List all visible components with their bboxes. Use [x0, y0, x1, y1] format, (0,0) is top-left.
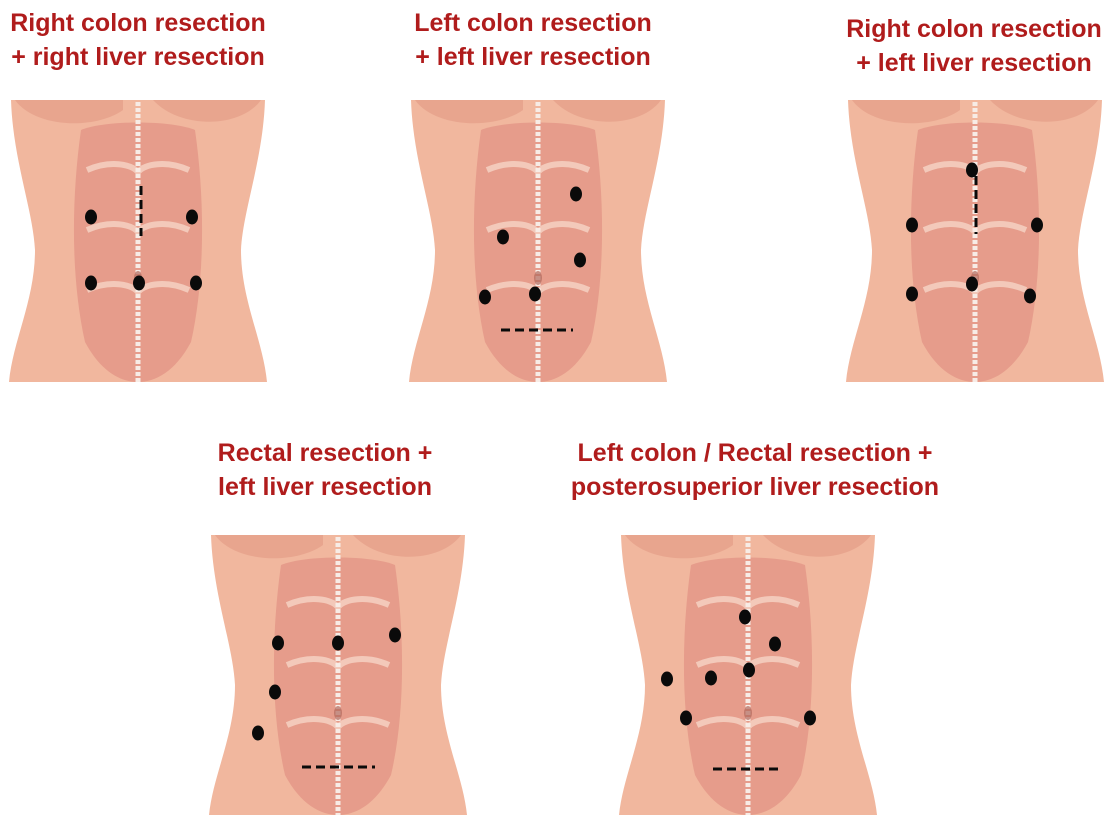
panel-title: Right colon resection + right liver rese… — [0, 6, 276, 74]
abdomen-torso-illustration — [205, 535, 471, 815]
trocar-port-marker — [85, 210, 97, 225]
trocar-port-marker — [804, 711, 816, 726]
panel-title-line2: + right liver resection — [0, 40, 276, 74]
trocar-port-marker — [272, 636, 284, 651]
trocar-port-marker — [574, 253, 586, 268]
panel-title-line1: Right colon resection — [0, 6, 276, 40]
trocar-port-marker — [705, 671, 717, 686]
trocar-port-marker — [906, 218, 918, 233]
trocar-port-marker — [661, 672, 673, 687]
panel-title-line2: + left liver resection — [395, 40, 671, 74]
trocar-port-marker — [252, 726, 264, 741]
trocar-port-marker — [966, 163, 978, 178]
abdomen-torso-illustration — [615, 535, 881, 815]
panel-title: Rectal resection + left liver resection — [200, 436, 450, 504]
trocar-port-marker — [190, 276, 202, 291]
trocar-port-marker — [906, 287, 918, 302]
umbilicus — [334, 706, 342, 720]
trocar-port-marker — [389, 628, 401, 643]
trocar-port-marker — [186, 210, 198, 225]
trocar-port-marker — [1031, 218, 1043, 233]
trocar-port-marker — [332, 636, 344, 651]
trocar-port-marker — [269, 685, 281, 700]
trocar-port-marker — [680, 711, 692, 726]
panel-title-line1: Left colon resection — [395, 6, 671, 40]
panel-title-line2: posterosuperior liver resection — [560, 470, 950, 504]
trocar-port-marker — [743, 663, 755, 678]
panel-title: Left colon / Rectal resection + posteros… — [560, 436, 950, 504]
panel-title-line1: Left colon / Rectal resection + — [560, 436, 950, 470]
trocar-port-marker — [769, 637, 781, 652]
trocar-port-marker — [570, 187, 582, 202]
panel-title-line1: Right colon resection — [840, 12, 1108, 46]
trocar-port-marker — [85, 276, 97, 291]
rectus-muscle — [684, 558, 812, 815]
abdomen-torso-illustration — [842, 100, 1108, 382]
panel-title-line1: Rectal resection + — [200, 436, 450, 470]
panel-title: Right colon resection + left liver resec… — [840, 12, 1108, 80]
abdomen-torso-illustration — [405, 100, 671, 382]
trocar-port-marker — [529, 287, 541, 302]
trocar-port-marker — [479, 290, 491, 305]
trocar-port-marker — [1024, 289, 1036, 304]
umbilicus — [744, 706, 752, 720]
panel-title-line2: + left liver resection — [840, 46, 1108, 80]
trocar-port-marker — [133, 276, 145, 291]
umbilicus — [534, 271, 542, 285]
trocar-port-marker — [739, 610, 751, 625]
trocar-port-marker — [966, 277, 978, 292]
abdomen-torso-illustration — [5, 100, 271, 382]
rectus-muscle — [274, 558, 402, 815]
panel-title-line2: left liver resection — [200, 470, 450, 504]
trocar-port-marker — [497, 230, 509, 245]
panel-title: Left colon resection + left liver resect… — [395, 6, 671, 74]
